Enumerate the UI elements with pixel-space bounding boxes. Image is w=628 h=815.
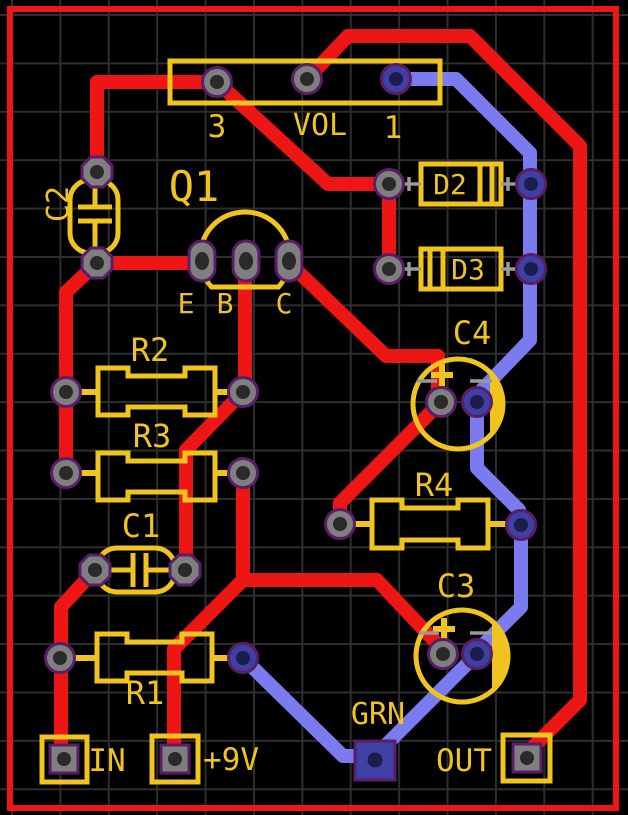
c4-outline: [410, 356, 506, 452]
c1-capacitor-symbol: [107, 553, 171, 587]
label-vol[interactable]: VOL: [293, 108, 347, 143]
label-r1[interactable]: R1: [126, 674, 165, 712]
trace-top-c2-r2-r3[interactable]: [59, 257, 102, 473]
hole-grn: [367, 752, 383, 768]
hole-d2-cathode: [524, 177, 538, 191]
label-q1-b[interactable]: B: [217, 287, 234, 320]
silkscreen-text: 3 VOL 1 Q1 C2 E B C D2 D3 R2 R3 C1 C4 R4…: [41, 108, 492, 779]
hole-c1-right: [178, 563, 192, 577]
label-q1-e[interactable]: E: [178, 287, 195, 320]
component-r2[interactable]: [80, 365, 229, 418]
r4-outline: [369, 497, 491, 551]
component-r3[interactable]: [80, 450, 229, 503]
hole-r2-right: [236, 385, 250, 399]
label-r2[interactable]: R2: [131, 331, 170, 369]
label-c4[interactable]: C4: [453, 314, 492, 352]
trace-bottom-vol1-d2-d3-c4[interactable]: [396, 72, 537, 400]
r3-outline: [95, 450, 218, 503]
c2-capacitor-symbol: [78, 185, 112, 250]
label-q1-c[interactable]: C: [276, 287, 293, 320]
hole-r1-left: [53, 651, 67, 665]
hole-r3-left: [59, 466, 73, 480]
c4-polarity-crescent: [490, 372, 503, 436]
hole-c4-minus: [470, 395, 484, 409]
label-vol-pin1[interactable]: 1: [384, 110, 403, 146]
label-power[interactable]: +9V: [203, 742, 259, 778]
label-c1[interactable]: C1: [122, 507, 161, 545]
hole-vol-2: [300, 72, 314, 86]
vol-header-outline: [167, 58, 443, 106]
power-pad-outline[interactable]: [149, 733, 201, 785]
hole-r1-right: [236, 651, 250, 665]
hole-r4-right: [514, 518, 528, 532]
label-in[interactable]: IN: [88, 743, 125, 779]
d2-lead-lines: [403, 177, 517, 191]
trace-bottom-r4-c3[interactable]: [472, 525, 528, 656]
hole-c2-bottom: [90, 256, 104, 270]
pad-in[interactable]: [48, 743, 80, 775]
component-r4[interactable]: [354, 497, 507, 551]
label-r3[interactable]: R3: [133, 417, 172, 455]
hole-c3-minus: [470, 647, 484, 661]
label-r4[interactable]: R4: [415, 466, 454, 504]
hole-r2-left: [59, 385, 73, 399]
hole-in: [57, 752, 71, 766]
trace-top-junction-c3[interactable]: [243, 573, 449, 655]
trace-top-c1-r1-in[interactable]: [54, 565, 101, 757]
trace-top-c2-vol3[interactable]: [90, 75, 217, 172]
r1-outline: [94, 631, 215, 684]
r2-outline: [95, 365, 218, 418]
hole-d3-anode: [382, 262, 396, 276]
label-vol-pin3[interactable]: 3: [208, 109, 227, 145]
hole-q1-c: [282, 252, 296, 270]
trace-top-junction-9v[interactable]: [167, 575, 248, 755]
hole-q1-e: [195, 252, 209, 270]
c3-plus-mark: [433, 618, 455, 640]
hole-vol-3: [210, 75, 224, 89]
board-outline[interactable]: [7, 6, 619, 811]
c3-polarity-crescent: [492, 621, 509, 691]
lead-lines: [403, 177, 517, 635]
label-d3[interactable]: D3: [451, 253, 485, 286]
hole-r3-right: [236, 466, 250, 480]
hole-c1-left: [88, 563, 102, 577]
trace-bottom-c3-grn[interactable]: [370, 649, 482, 761]
label-q1[interactable]: Q1: [169, 162, 220, 211]
hole-d2-anode: [382, 177, 396, 191]
component-c2[interactable]: [67, 177, 121, 256]
hole-c2-top: [90, 165, 104, 179]
trace-top-vol3-d2[interactable]: [212, 76, 389, 191]
trace-top-r2-c1[interactable]: [179, 387, 248, 562]
d3-lead-lines: [403, 262, 517, 276]
d2-cathode-band: [477, 166, 495, 202]
hole-d3-cathode: [524, 262, 538, 276]
in-pad-outline[interactable]: [39, 734, 90, 785]
trace-top-q1c-c4[interactable]: [284, 257, 445, 398]
hole-r4-left: [333, 517, 347, 531]
component-r1[interactable]: [74, 631, 229, 684]
label-grn[interactable]: GRN: [351, 697, 405, 732]
hole-c4-plus: [434, 395, 448, 409]
d3-cathode-band: [427, 251, 446, 287]
label-d2[interactable]: D2: [433, 168, 467, 201]
hole-vol-1: [389, 72, 403, 86]
label-out[interactable]: OUT: [436, 743, 492, 779]
label-c3[interactable]: C3: [437, 567, 476, 605]
component-c4[interactable]: [410, 356, 506, 452]
hole-q1-b: [239, 252, 253, 270]
hole-c3-plus: [436, 647, 450, 661]
component-c3[interactable]: [413, 607, 511, 705]
pads: [44, 63, 547, 782]
component-vol-header[interactable]: [167, 58, 443, 106]
hole-power: [168, 752, 182, 766]
label-c2[interactable]: C2: [41, 186, 76, 222]
trace-top-vol2-out[interactable]: [301, 29, 587, 758]
out-pad-outline[interactable]: [500, 732, 553, 784]
hole-out: [520, 751, 534, 765]
c4-plus-mark: [431, 364, 453, 386]
